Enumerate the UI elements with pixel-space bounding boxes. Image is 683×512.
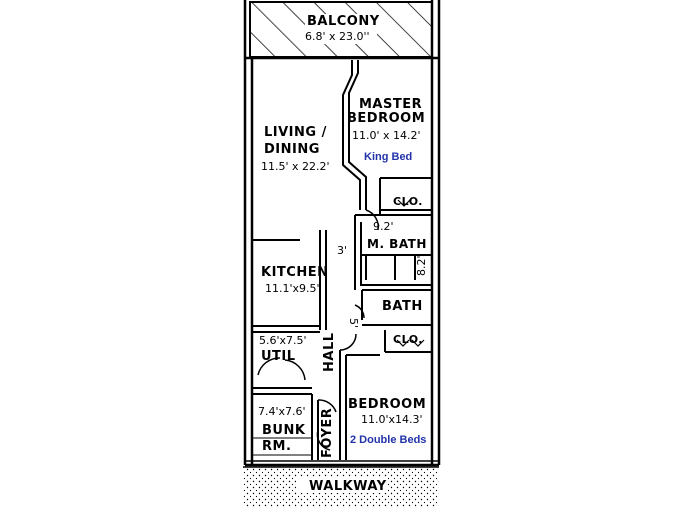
master-bath-height: 8.2': [415, 255, 428, 276]
kitchen-label: KITCHEN: [261, 265, 329, 280]
bath-label: BATH: [382, 299, 423, 314]
balcony-label: BALCONY: [307, 14, 380, 29]
master-dims: 11.0' x 14.2': [352, 129, 421, 142]
living-label-1: LIVING /: [264, 125, 327, 140]
balcony: [249, 1, 433, 58]
master-closet-label: CLO.: [393, 195, 423, 208]
master-bath-label: M. BATH: [367, 237, 427, 251]
util-dims: 5.6'x7.5': [259, 334, 307, 347]
balcony-dims: 6.8' x 23.0'': [305, 30, 370, 43]
walkway-area: [243, 466, 439, 507]
master-label-1: MASTER: [359, 97, 423, 112]
living-dims: 11.5' x 22.2': [261, 160, 330, 173]
hall-label: HALL: [322, 332, 337, 372]
bedroom-dims: 11.0'x14.3': [361, 413, 423, 426]
living-label-2: DINING: [264, 142, 320, 157]
master-bed-note: King Bed: [364, 151, 413, 163]
bunk-label-1: BUNK: [262, 423, 306, 438]
kitchen-dims: 11.1'x9.5': [265, 282, 320, 295]
bunk-label-2: RM.: [262, 439, 292, 454]
bath-width: 5': [347, 318, 360, 329]
bedroom-label: BEDROOM: [348, 397, 427, 412]
outer-walls: [243, 0, 441, 467]
walkway-label: WALKWAY: [309, 479, 387, 494]
interior-walls: [252, 60, 432, 460]
foyer-label: FOYER: [320, 407, 335, 458]
bunk-dims: 7.4'x7.6': [258, 405, 306, 418]
master-label-2: BEDROOM: [347, 111, 426, 126]
door-swings: [257, 199, 425, 451]
master-bath-width: 9.2': [373, 220, 394, 233]
hall-width: 3': [337, 244, 348, 257]
closet2-label: CLO.: [393, 333, 423, 346]
util-label: UTIL: [261, 349, 296, 364]
bedroom-beds-note: 2 Double Beds: [350, 434, 427, 446]
